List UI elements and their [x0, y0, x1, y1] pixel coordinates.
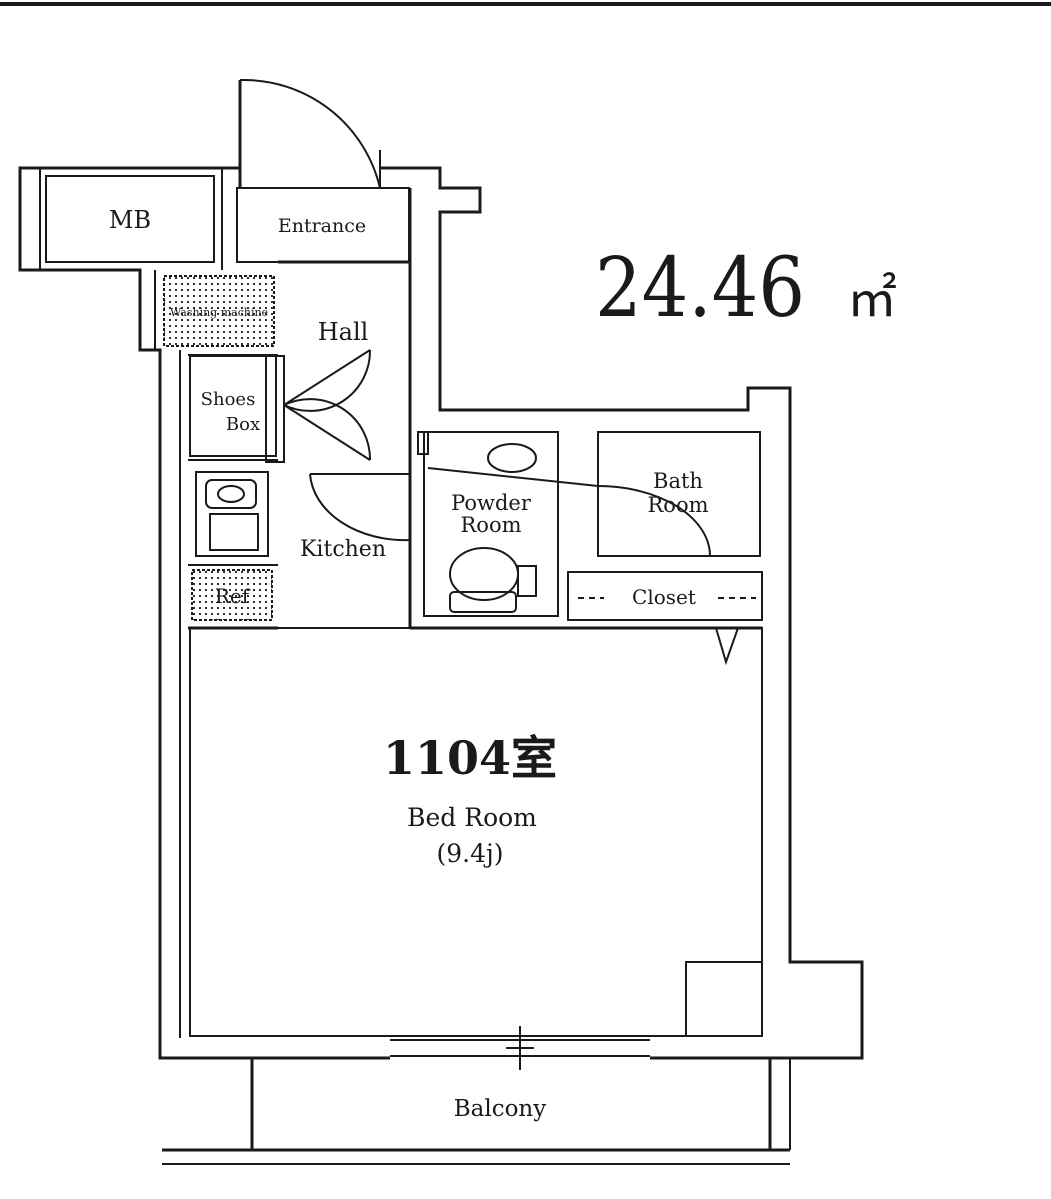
- shoes-box: [189, 355, 277, 457]
- bed-room-size: (9.4j): [436, 839, 503, 868]
- kitchen-door-swing: [309, 473, 411, 542]
- toilet: [449, 547, 537, 613]
- kitchen-sink: [209, 513, 259, 551]
- balcony-railing: [162, 1058, 791, 1165]
- bed-room-corner-pillar: [685, 961, 763, 1037]
- bath-door-swing: [597, 485, 711, 557]
- stove: [195, 471, 269, 557]
- powder-room-label-line2: Room: [460, 513, 521, 537]
- closet-label: Closet: [632, 585, 696, 609]
- area-value: 24.46: [595, 241, 805, 336]
- outer-walls: [18, 166, 864, 1060]
- stove-burner-ring: [217, 485, 245, 503]
- shoes-box-label-line1: Shoes: [201, 389, 256, 410]
- washing-machine-box: [163, 275, 275, 347]
- area-unit: ㎡: [847, 270, 897, 328]
- closet-marker: [715, 627, 739, 666]
- entrance-door: [238, 78, 381, 189]
- mb-box: [45, 175, 215, 263]
- bath-room-label-line1: Bath: [653, 469, 703, 493]
- washing-machine-label: Washing machine: [170, 306, 268, 319]
- closet-box: [567, 571, 763, 621]
- kitchen-label: Kitchen: [300, 537, 386, 562]
- bath-room-label-line2: Room: [647, 493, 708, 517]
- hall-door-swing: [283, 349, 372, 461]
- balcony-window: [390, 1026, 650, 1070]
- shoes-box-door-strip: [265, 355, 285, 463]
- hall-label: Hall: [318, 318, 369, 346]
- powder-room-label-line1: Powder: [451, 491, 532, 515]
- ref-label: Ref: [215, 584, 251, 608]
- bed-room-box: [189, 627, 763, 1037]
- powder-room-door-line: [427, 467, 599, 487]
- shoes-box-label-line2: Box: [226, 414, 260, 435]
- powder-room-door-jamb: [417, 431, 429, 455]
- powder-room-box: [423, 431, 559, 617]
- ref-box: [191, 569, 273, 621]
- unit-number: 1104室: [383, 731, 557, 785]
- balcony-label: Balcony: [454, 1096, 547, 1122]
- mb-label: MB: [109, 206, 151, 234]
- washbasin: [487, 443, 537, 473]
- bath-room-box: [597, 431, 761, 557]
- stove-burner: [205, 479, 257, 509]
- entrance-label: Entrance: [278, 215, 366, 237]
- bed-room-label: Bed Room: [407, 803, 537, 832]
